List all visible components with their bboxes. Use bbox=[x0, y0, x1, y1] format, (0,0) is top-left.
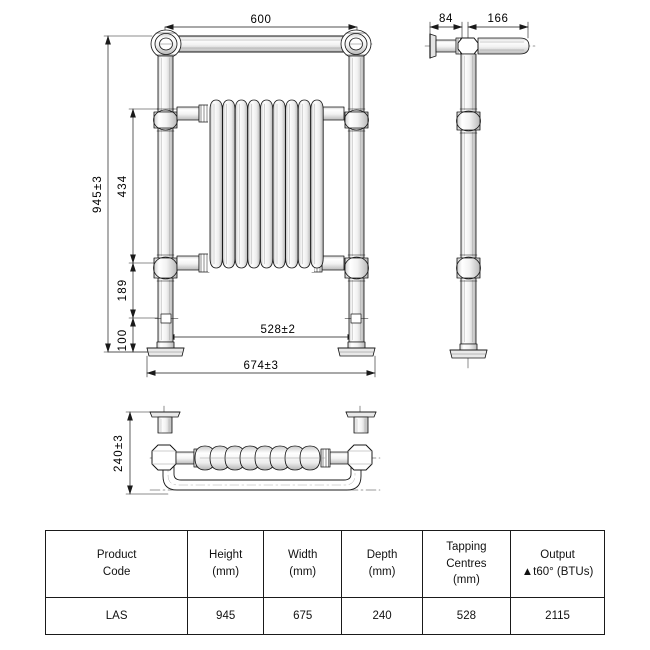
side-top-rail bbox=[477, 37, 530, 55]
header-line-2: (mm) bbox=[368, 566, 396, 578]
dim-label-434: 434 bbox=[117, 175, 129, 198]
right-leg bbox=[337, 55, 376, 357]
plan-u-bar bbox=[162, 457, 362, 491]
header-line-1: Height bbox=[209, 549, 243, 562]
header-product-code: Product Code bbox=[44, 530, 189, 598]
dim-label-240: 240±3 bbox=[113, 434, 125, 472]
header-line-2: Code bbox=[102, 566, 131, 578]
header-output: Output ▲t60° (BTUs) bbox=[510, 530, 605, 598]
side-top-knuckle bbox=[457, 37, 479, 55]
header-line-2: ▲t60° (BTUs) bbox=[521, 566, 594, 578]
header-line-1: Tapping bbox=[446, 540, 487, 553]
spec-table: Product Code Height (mm) Width (mm) Dept… bbox=[44, 530, 605, 635]
dim-label-166: 166 bbox=[488, 13, 509, 25]
header-line-3: (mm) bbox=[452, 574, 480, 587]
dim-label-84: 84 bbox=[439, 13, 453, 25]
radiator-fins-front bbox=[208, 99, 324, 272]
dim-label-528: 528±2 bbox=[261, 324, 296, 336]
dim-label-945: 945±3 bbox=[92, 175, 104, 213]
header-line-2: (mm) bbox=[289, 566, 317, 578]
dim-label-189: 189 bbox=[117, 279, 129, 302]
plan-knuckle-left bbox=[151, 444, 177, 471]
dim-label-600: 600 bbox=[251, 14, 272, 26]
side-post bbox=[449, 53, 488, 359]
cell-depth: 240 bbox=[341, 597, 423, 635]
header-line-1: Output bbox=[540, 549, 575, 562]
plan-foot-right bbox=[345, 411, 377, 434]
front-elevation-view bbox=[103, 24, 376, 378]
header-width: Width (mm) bbox=[263, 530, 343, 598]
dim-label-100: 100 bbox=[117, 329, 129, 352]
table-row: LAS 945 675 240 528 2115 bbox=[44, 597, 605, 635]
top-right-elbow bbox=[340, 29, 372, 59]
header-line-2: (mm) bbox=[212, 566, 240, 578]
top-left-elbow bbox=[150, 29, 182, 59]
top-rail bbox=[177, 35, 345, 53]
side-centrelines bbox=[424, 45, 536, 369]
header-line-1: Product bbox=[96, 549, 137, 562]
header-line-1: Depth bbox=[366, 549, 398, 562]
header-height: Height (mm) bbox=[187, 530, 265, 598]
header-tapping-centres: Tapping Centres (mm) bbox=[421, 530, 512, 598]
left-leg bbox=[146, 55, 185, 357]
side-elevation-view bbox=[424, 21, 536, 369]
header-line-2: Centres bbox=[446, 557, 487, 570]
table-header-row: Product Code Height (mm) Width (mm) Dept… bbox=[44, 530, 605, 598]
plan-foot-left bbox=[149, 411, 181, 434]
cell-height: 945 bbox=[187, 597, 265, 635]
cell-width: 675 bbox=[263, 597, 343, 635]
cell-tapping-centres: 528 bbox=[421, 597, 512, 635]
cell-output: 2115 bbox=[510, 597, 605, 635]
header-depth: Depth (mm) bbox=[341, 530, 423, 598]
radiator-fins-plan bbox=[194, 445, 326, 471]
plan-view bbox=[125, 405, 381, 495]
plan-knuckle-right bbox=[347, 444, 373, 471]
dim-label-674: 674±3 bbox=[244, 360, 279, 372]
cell-product-code: LAS bbox=[44, 597, 189, 635]
header-line-1: Width bbox=[287, 549, 318, 562]
